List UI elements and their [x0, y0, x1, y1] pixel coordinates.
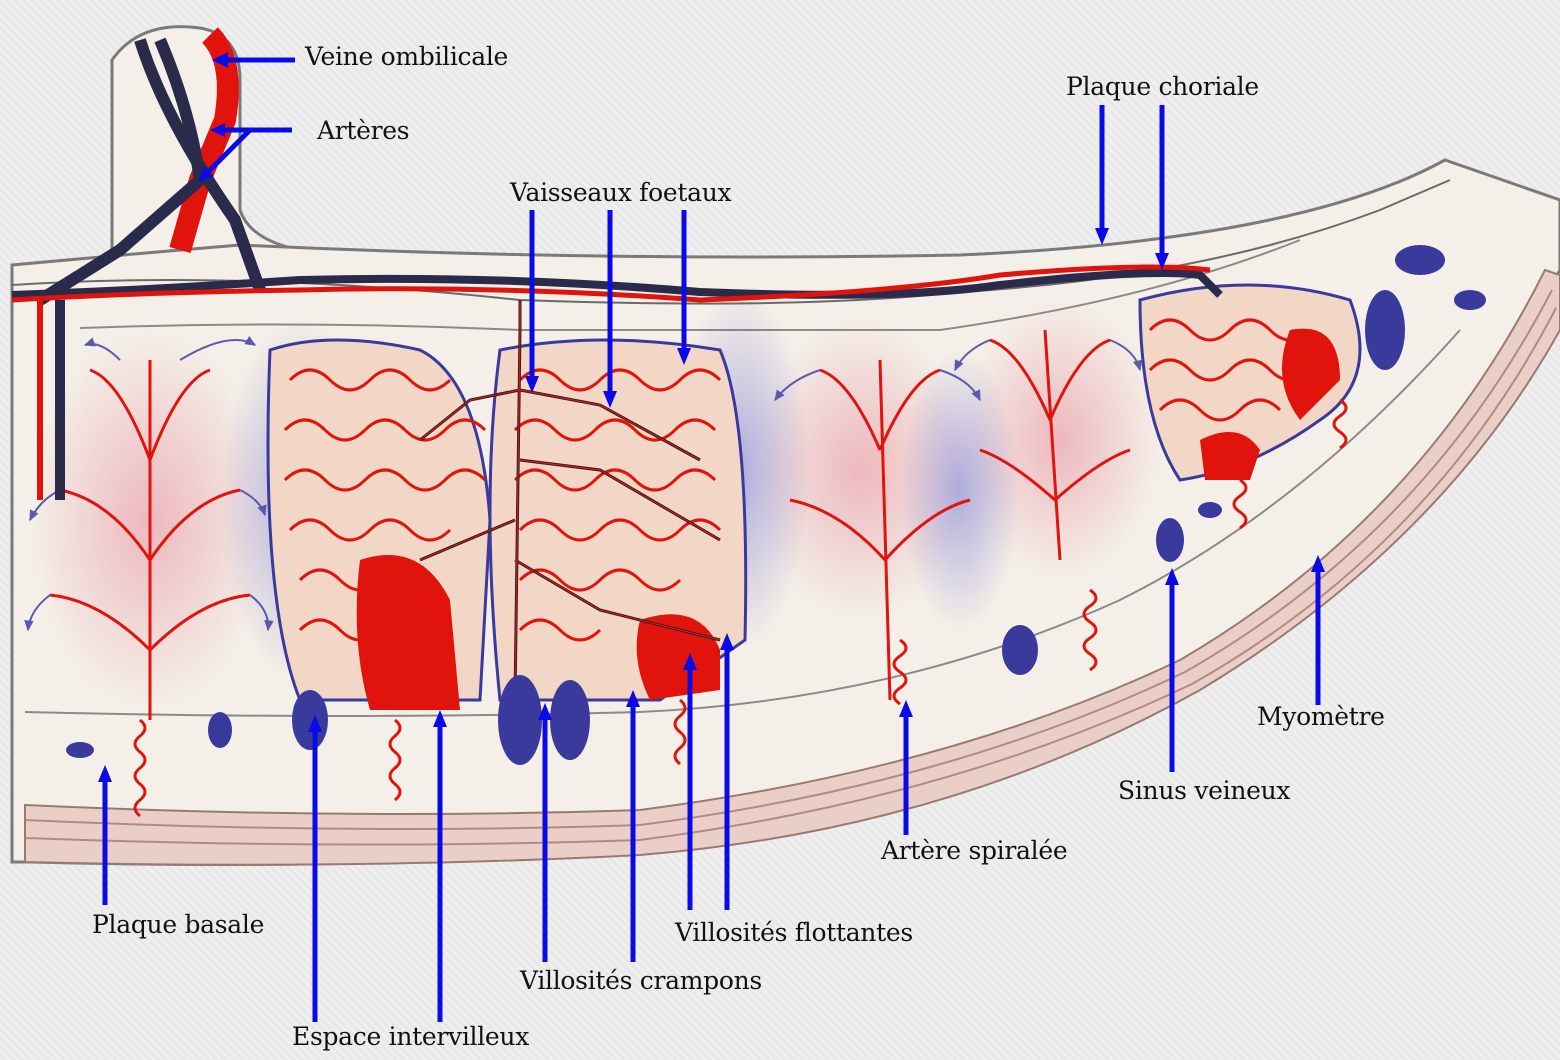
label-artere-spiralee: Artère spiralée [881, 836, 1067, 866]
label-villosites-crampons: Villosités crampons [520, 966, 762, 996]
label-villosites-flottantes: Villosités flottantes [675, 918, 913, 948]
label-espace-intervilleux: Espace intervilleux [292, 1022, 529, 1052]
label-sinus-veineux: Sinus veineux [1118, 776, 1290, 806]
label-myometre: Myomètre [1257, 702, 1385, 732]
label-plaque-basale: Plaque basale [92, 910, 264, 940]
label-arteres: Artères [317, 116, 409, 146]
label-veine-ombilicale: Veine ombilicale [305, 42, 508, 72]
label-vaisseaux-foetaux: Vaisseaux foetaux [510, 178, 731, 208]
arrow-veine-ombilicale [212, 52, 295, 68]
label-plaque-choriale: Plaque choriale [1066, 72, 1259, 102]
